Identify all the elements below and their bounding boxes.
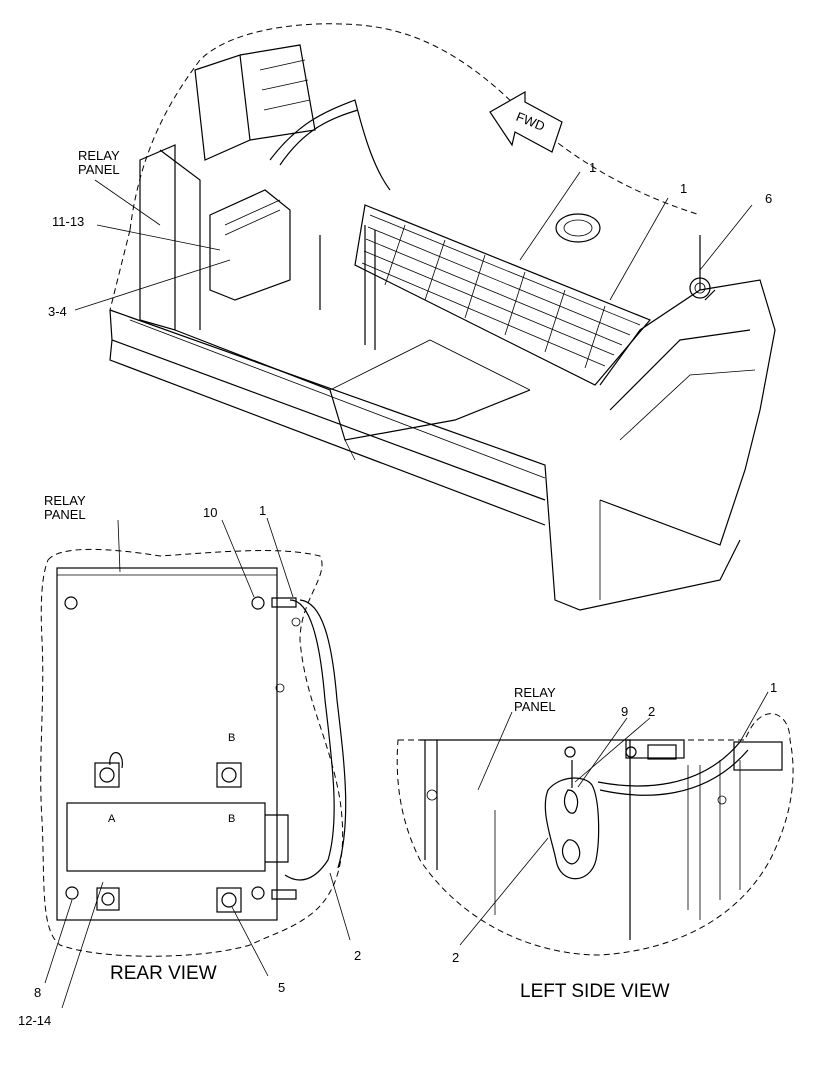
relay-panel-label-top: RELAY	[78, 148, 120, 163]
rear-view-caption: REAR VIEW	[110, 963, 217, 984]
callout-5: 5	[278, 980, 285, 995]
floor-grating	[354, 204, 651, 386]
box-letter-a: A	[108, 813, 116, 825]
relay-box	[66, 802, 266, 872]
callout-9: 9	[621, 704, 628, 719]
rear-view: A B B RELAY PANEL 10 1 2 5 8 12-14 REAR …	[18, 493, 361, 1028]
top-isometric-view: FWD RELAY PANEL	[48, 23, 776, 611]
callout-3-4: 3-4	[48, 304, 67, 319]
relay-panel-label-rear-2: PANEL	[44, 507, 86, 522]
relay-panel-rear	[56, 567, 278, 921]
relay-panel-label-left-2: PANEL	[514, 699, 556, 714]
callout-left-2b: 2	[452, 950, 459, 965]
left-side-view: RELAY PANEL 9 2 1 2 LEFT SIDE VIEW	[396, 680, 794, 1002]
coiled-harness	[544, 777, 600, 880]
callout-8: 8	[34, 985, 41, 1000]
fwd-arrow-icon	[489, 90, 563, 153]
callout-1a: 1	[589, 160, 596, 175]
callout-rear-1: 1	[259, 503, 266, 518]
relay-panel-label-left: RELAY	[514, 685, 556, 700]
callout-10: 10	[203, 505, 217, 520]
callout-rear-2: 2	[354, 948, 361, 963]
callout-6: 6	[765, 191, 772, 206]
left-side-view-caption: LEFT SIDE VIEW	[520, 981, 670, 1002]
callout-1b: 1	[680, 181, 687, 196]
callout-12-14: 12-14	[18, 1013, 51, 1028]
callout-11-13: 11-13	[52, 214, 84, 229]
callout-left-1: 1	[770, 680, 777, 695]
fill-cap-icon	[555, 213, 601, 243]
callout-left-2a: 2	[648, 704, 655, 719]
panel-letter-b: B	[228, 732, 235, 744]
box-letter-b: B	[228, 813, 235, 825]
relay-panel-label-top-2: PANEL	[78, 162, 120, 177]
relay-panel-label-rear: RELAY	[44, 493, 86, 508]
